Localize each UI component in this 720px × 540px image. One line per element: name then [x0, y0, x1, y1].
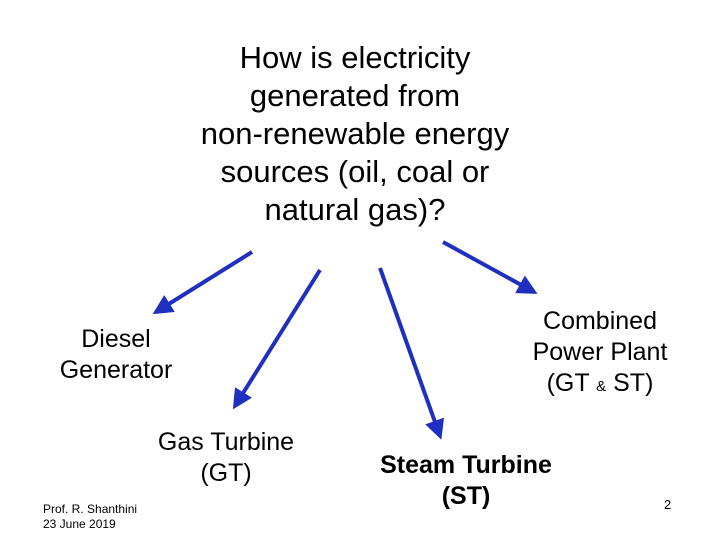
combined-line-2: Power Plant [532, 338, 668, 366]
combined-line-3: (GT & ST) [500, 368, 700, 402]
footer-date: 23 June 2019 [43, 517, 116, 531]
title-line-1: How is electricity [239, 39, 471, 75]
gas-turbine-line-2: (GT) [200, 459, 252, 487]
arrow-to-gas-turbine [232, 268, 322, 410]
combined-line-3-a: (GT [546, 369, 597, 397]
combined-power-plant-label: Combined Power Plant (GT & ST) [500, 306, 700, 402]
gas-turbine-label: Gas Turbine (GT) [128, 427, 324, 489]
title-line-5: natural gas)? [264, 191, 446, 227]
title-line-4: sources (oil, coal or [220, 153, 490, 189]
steam-turbine-line-2: (ST) [441, 482, 491, 510]
title-line-2: generated from [249, 77, 461, 113]
arrow-to-diesel [152, 250, 254, 315]
arrow-to-combined [442, 240, 538, 294]
title-line-3: non-renewable energy [200, 115, 510, 151]
slide-title: How is electricity generated from non-re… [130, 39, 580, 229]
combined-ampersand: & [596, 378, 607, 395]
gas-turbine-line-1: Gas Turbine [157, 428, 295, 456]
combined-line-1: Combined [543, 307, 657, 335]
diesel-line-2: Generator [59, 356, 173, 384]
page-number: 2 [664, 497, 672, 512]
diesel-line-1: Diesel [81, 325, 151, 353]
footer: Prof. R. Shanthini 23 June 2019 [43, 502, 137, 532]
diesel-generator-label: Diesel Generator [36, 324, 196, 386]
combined-line-3-b: ST) [606, 369, 654, 397]
footer-author: Prof. R. Shanthini [43, 502, 138, 516]
arrow-to-steam-turbine [378, 267, 445, 440]
steam-turbine-line-1: Steam Turbine [380, 451, 552, 479]
steam-turbine-label: Steam Turbine (ST) [356, 450, 576, 512]
